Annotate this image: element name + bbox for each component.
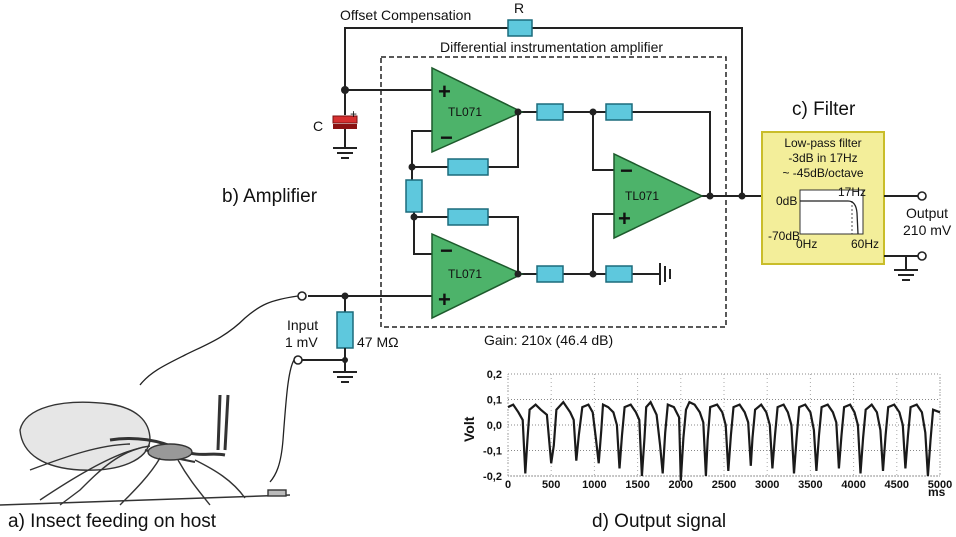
chart-xtick-label: 1500 xyxy=(625,479,649,491)
output-signal-chart: Volt 0,2 0,1 0,0 -0,1 -0,2 0 500 1000 1500 2000 2… xyxy=(461,369,952,499)
resistor-op3-fb xyxy=(605,103,633,121)
input-section: Input 1 mV 47 MΩ xyxy=(139,291,399,483)
resistor-r-label: R xyxy=(514,0,524,16)
chart-xtick-label: 5000 xyxy=(928,479,952,491)
filter-line3: ~ -45dB/octave xyxy=(782,166,863,180)
output-label-line2: 210 mV xyxy=(903,222,952,238)
diff-amp-box xyxy=(380,56,727,328)
svg-text:+: + xyxy=(618,206,631,231)
filter-caption: c) Filter xyxy=(792,99,856,120)
input-label-line2: 1 mV xyxy=(285,334,318,350)
chart-xtick-label: 3500 xyxy=(798,479,822,491)
gain-label: Gain: 210x (46.4 dB) xyxy=(484,332,613,348)
capacitor-c: + C xyxy=(313,90,358,159)
svg-text:−: − xyxy=(440,238,453,263)
chart-xtick-label: 0 xyxy=(505,479,511,491)
chart-xticks: 0 500 1000 1500 2000 2500 3000 3500 4000 4500 5000 xyxy=(505,479,952,491)
chart-ylabel: Volt xyxy=(461,416,477,442)
chart-ytick-label: -0,1 xyxy=(483,446,502,458)
chart-ytick-label: 0,0 xyxy=(487,420,502,432)
diff-amp-title: Differential instrumentation amplifier xyxy=(440,39,663,55)
chart-xtick-label: 1000 xyxy=(582,479,606,491)
input-terminal-top xyxy=(297,291,307,301)
resistor-op2-out xyxy=(536,265,564,283)
filter-bottom-db: -70dB xyxy=(768,229,800,243)
filter-top-db: 0dB xyxy=(776,194,797,208)
output-label-line1: Output xyxy=(906,205,948,221)
input-terminal-bottom xyxy=(293,355,303,365)
output-terminal-bottom xyxy=(917,251,927,261)
filter-line1: Low-pass filter xyxy=(784,136,861,150)
resistor-op1-out xyxy=(536,103,564,121)
chart-xlabel: ms xyxy=(928,485,946,499)
offset-compensation-loop: Offset Compensation R xyxy=(340,0,743,196)
output-signal-caption: d) Output signal xyxy=(592,511,726,532)
svg-text:TL071: TL071 xyxy=(448,105,482,119)
chart-xtick-label: 3000 xyxy=(755,479,779,491)
svg-text:+: + xyxy=(438,79,451,104)
chart-xtick-label: 500 xyxy=(542,479,560,491)
resistor-r xyxy=(507,19,533,37)
chart-xtick-label: 2000 xyxy=(669,479,693,491)
svg-text:−: − xyxy=(440,125,453,150)
chart-ytick-label: 0,2 xyxy=(487,369,502,381)
input-resistor-label: 47 MΩ xyxy=(357,334,399,350)
chart-grid xyxy=(507,373,941,477)
svg-text:−: − xyxy=(620,158,633,183)
insect-caption: a) Insect feeding on host xyxy=(8,511,217,532)
chart-xtick-label: 4500 xyxy=(885,479,909,491)
filter-block: Low-pass filter -3dB in 17Hz ~ -45dB/oct… xyxy=(742,131,927,281)
input-resistor xyxy=(336,311,354,349)
svg-text:TL071: TL071 xyxy=(448,267,482,281)
chart-ytick-label: 0,1 xyxy=(487,395,502,407)
svg-text:+: + xyxy=(350,107,357,121)
amplifier-caption: b) Amplifier xyxy=(222,186,318,207)
chart-ytick-label: -0,2 xyxy=(483,471,502,483)
output-signal-line xyxy=(507,400,941,482)
resistor-gain xyxy=(405,179,423,213)
filter-low-hz: 0Hz xyxy=(796,237,817,251)
opamp-3: − + TL071 xyxy=(613,152,704,240)
input-label-line1: Input xyxy=(287,317,318,333)
filter-line2: -3dB in 17Hz xyxy=(788,151,857,165)
capacitor-c-label: C xyxy=(313,118,323,134)
chart-yticks: 0,2 0,1 0,0 -0,1 -0,2 xyxy=(483,369,502,483)
offset-compensation-label: Offset Compensation xyxy=(340,7,471,23)
opamp-1: + − TL071 xyxy=(431,66,524,154)
resistor-fb1 xyxy=(447,158,489,176)
resistor-fb2 xyxy=(447,208,489,226)
resistor-ground xyxy=(605,265,633,283)
opamp-2: − + TL071 xyxy=(431,232,524,320)
output-terminal-top xyxy=(917,191,927,201)
svg-text:+: + xyxy=(438,287,451,312)
filter-high-hz: 60Hz xyxy=(851,237,879,251)
chart-xtick-label: 2500 xyxy=(712,479,736,491)
chart-xtick-label: 4000 xyxy=(841,479,865,491)
insect-illustration xyxy=(0,394,291,506)
filter-cutoff: 17Hz xyxy=(838,185,866,199)
filter-box xyxy=(761,131,885,265)
svg-text:TL071: TL071 xyxy=(625,189,659,203)
